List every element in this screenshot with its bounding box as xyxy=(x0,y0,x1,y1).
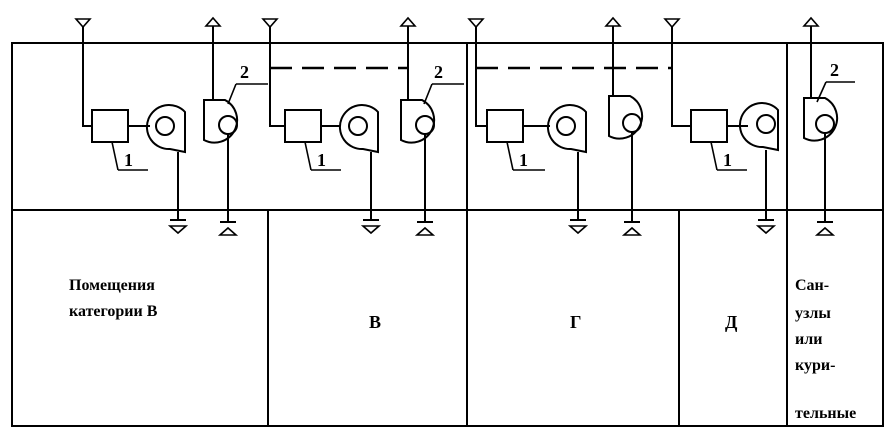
exhaust-fan-icon xyxy=(738,102,779,152)
supply-fan-icon xyxy=(803,97,839,142)
room-label-g: Г xyxy=(570,312,581,332)
exhaust-intake-icon xyxy=(467,18,485,29)
supply-intake-icon xyxy=(802,16,820,27)
exhaust-fan-icon xyxy=(145,104,186,154)
room-label-sanitary-4: кури- xyxy=(795,357,835,374)
supply-intake-icon xyxy=(604,16,622,27)
callout-1: 1 xyxy=(723,150,732,170)
exhaust-outlet-icon xyxy=(167,225,189,235)
supply-system-room-v: 2 xyxy=(399,16,464,236)
supply-intake-icon xyxy=(204,16,222,27)
room-label-sanitary-2: узлы xyxy=(795,305,831,322)
supply-outlet-icon xyxy=(414,226,436,236)
room-label-b-line2: категории В xyxy=(69,303,158,320)
exhaust-intake-icon xyxy=(74,18,92,29)
exhaust-filter-unit xyxy=(91,109,129,143)
supply-outlet-icon xyxy=(217,226,239,236)
exhaust-fan-icon xyxy=(546,104,587,154)
exhaust-system-room-d: 1 xyxy=(663,18,779,235)
callout-2: 2 xyxy=(240,62,249,82)
exhaust-system-room-v: 1 xyxy=(261,18,382,235)
exhaust-system-room-b: 1 xyxy=(74,18,189,235)
supply-system-room-b: 2 xyxy=(203,16,268,236)
supply-system-room-g xyxy=(604,16,644,236)
room-label-sanitary-3: или xyxy=(795,331,822,348)
callout-1: 1 xyxy=(519,150,528,170)
room-frame xyxy=(11,42,884,427)
room-label-b-line1: Помещения xyxy=(69,277,155,294)
exhaust-intake-icon xyxy=(663,18,681,29)
callout-2: 2 xyxy=(830,60,839,80)
callout-2: 2 xyxy=(434,62,443,82)
room-label-v: В xyxy=(369,312,381,332)
supply-outlet-icon xyxy=(814,226,836,236)
room-labels: Помещения категории В В Г Д Сан- узлы ил… xyxy=(69,277,856,422)
room-label-sanitary-1: Сан- xyxy=(795,277,829,294)
exhaust-fan-icon xyxy=(338,104,379,154)
exhaust-system-room-g: 1 xyxy=(467,18,589,235)
callout-1: 1 xyxy=(317,150,326,170)
exhaust-outlet-icon xyxy=(360,225,382,235)
exhaust-filter-unit xyxy=(486,109,524,143)
supply-intake-icon xyxy=(399,16,417,27)
supply-outlet-icon xyxy=(621,226,643,236)
room-label-sanitary-5: тельные xyxy=(795,405,856,422)
callout-1: 1 xyxy=(124,150,133,170)
exhaust-filter-unit xyxy=(284,109,322,143)
exhaust-outlet-icon xyxy=(755,225,777,235)
exhaust-filter-unit xyxy=(690,109,728,143)
exhaust-outlet-icon xyxy=(567,225,589,235)
room-label-d: Д xyxy=(725,312,738,332)
exhaust-intake-icon xyxy=(261,18,279,29)
supply-system-sanitary: 2 xyxy=(802,16,855,236)
